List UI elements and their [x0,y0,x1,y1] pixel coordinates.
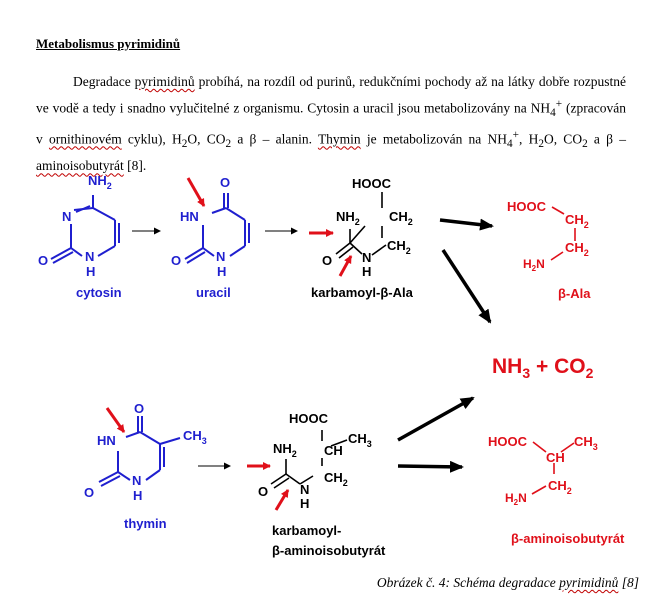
uracil-o-top-label: O [220,175,230,190]
cytosin-h-label: H [86,264,95,279]
thymin-cleavage-arrow [105,407,126,433]
karbamoyl-aib-ch: CH [324,443,343,458]
arrow-to-nh3-co2-bottom [397,396,475,442]
karbamoyl-ala-bond [371,244,387,256]
beta-ala-hooc: HOOC [507,199,547,214]
uracil-h-label: H [217,264,226,279]
text-run: [8]. [123,158,147,174]
spellcheck-word: pyrimidinů [134,74,195,89]
beta-aib-ch3: CH3 [574,434,598,452]
spellcheck-word: aminoisobutyrát [36,158,124,174]
beta-ala-structure [550,206,576,261]
karbamoyl-aib-o: O [258,484,268,499]
text-run: a β – alanin. [231,131,318,147]
karbamoyl-ala-ch2-top: CH2 [389,209,413,227]
text-run: a β – [587,131,626,147]
cytosin-nh2-label: NH2 [88,173,112,191]
subscript: 2 [181,138,188,151]
beta-aib-structure [531,441,575,495]
degradation-diagram: NH2 N O N H cytosin O HN O N H uracil HO… [38,173,625,558]
spellcheck-word: Thymin [317,131,361,147]
thymin-o-label: O [84,485,94,500]
text-run: cyklu), H [121,131,182,147]
karbamoyl-aib-nh2: NH2 [273,441,297,459]
uracil-hn-label: HN [180,209,199,224]
karbamoyl-ala-o: O [322,253,332,268]
section-heading: Metabolismus pyrimidinů [36,36,181,51]
caption-text: Obrázek č. 4: Schéma degradace [376,575,560,590]
beta-ala-ch2-top: CH2 [565,212,589,230]
beta-ala-name: β-Ala [558,286,591,301]
karbamoyl-aib-n: N [300,482,309,497]
subscript: 2 [225,138,232,151]
nh3-co2-products: NH3 + CO2 [492,355,594,381]
thymin-n1-label: N [132,473,141,488]
thymin-h-label: H [133,488,142,503]
karbamoyl-aib-name-2: β-aminoisobutyrát [272,543,386,558]
thymin-name: thymin [124,516,167,531]
superscript: + [555,98,563,110]
karbamoyl-aib-name-1: karbamoyl- [272,523,341,538]
karbamoyl-ala-bottom-arrow [338,255,353,277]
beta-aib-hooc: HOOC [488,434,528,449]
text-run: O, CO [543,131,583,147]
karbamoyl-ala-n: N [362,250,371,265]
karbamoyl-ala-structure [335,192,383,259]
subscript: 2 [582,138,588,151]
arrow-to-beta-ala [439,218,494,231]
text-run: O, CO [187,131,226,147]
text-run: je metabolizován na NH [360,131,508,147]
figure-caption: Obrázek č. 4: Schéma degradace pyrimidin… [377,575,639,591]
text-run: Degradace [73,74,135,89]
uracil-o-label: O [171,253,181,268]
karbamoyl-aib-structure [270,430,348,489]
uracil-name: uracil [196,285,231,300]
subscript: 4 [507,138,513,151]
thymin-ch3-label: CH3 [183,428,207,446]
beta-ala-h2n: H2N [523,257,545,273]
karbamoyl-aib-hooc: HOOC [289,411,329,426]
karbamoyl-aib-ch2: CH2 [324,470,348,488]
text-run: probíhá, na rozdíl od purinů, redukčními… [36,74,626,116]
arrow-to-beta-aib [397,460,464,473]
superscript: + [512,129,519,142]
spellcheck-word: pyrimidinů [559,575,619,590]
thymin-structure [98,416,181,487]
cytosin-n1-label: N [85,249,94,264]
beta-aib-name: β-aminoisobutyrát [511,531,625,546]
arrow-to-nh3-co2-top [441,249,492,324]
cytosin-structure [50,195,120,264]
cytosin-name: cytosin [76,285,122,300]
karbamoyl-aib-h: H [300,496,309,511]
text-run: , H [519,131,539,147]
karbamoyl-ala-name: karbamoyl-β-Ala [311,285,414,300]
body-paragraph: Degradace pyrimidinů probíhá, na rozdíl … [36,71,626,177]
beta-ala-ch2-bottom: CH2 [565,240,589,258]
cytosin-n3-label: N [62,209,71,224]
karbamoyl-aib-bottom-arrow [274,489,290,511]
thymin-o-top-label: O [134,401,144,416]
text-run: (zpracován v [36,100,626,147]
spellcheck-word: ornithinovém [48,131,122,147]
thymin-hn-label: HN [97,433,116,448]
uracil-structure [184,193,250,264]
cytosin-o-label: O [38,253,48,268]
karbamoyl-ala-ch2-bottom: CH2 [387,238,411,256]
karbamoyl-ala-h: H [362,264,371,279]
subscript: 2 [538,138,544,151]
beta-aib-ch2: CH2 [548,478,572,496]
subscript: 4 [550,107,556,120]
uracil-n1-label: N [216,249,225,264]
karbamoyl-ala-nh2: NH2 [336,209,360,227]
beta-aib-ch: CH [546,450,565,465]
karbamoyl-ala-hooc: HOOC [352,176,392,191]
uracil-cleavage-arrow [186,177,206,207]
caption-text: [8] [618,575,639,590]
karbamoyl-aib-ch3: CH3 [348,431,372,449]
beta-aib-h2n: H2N [505,491,527,507]
